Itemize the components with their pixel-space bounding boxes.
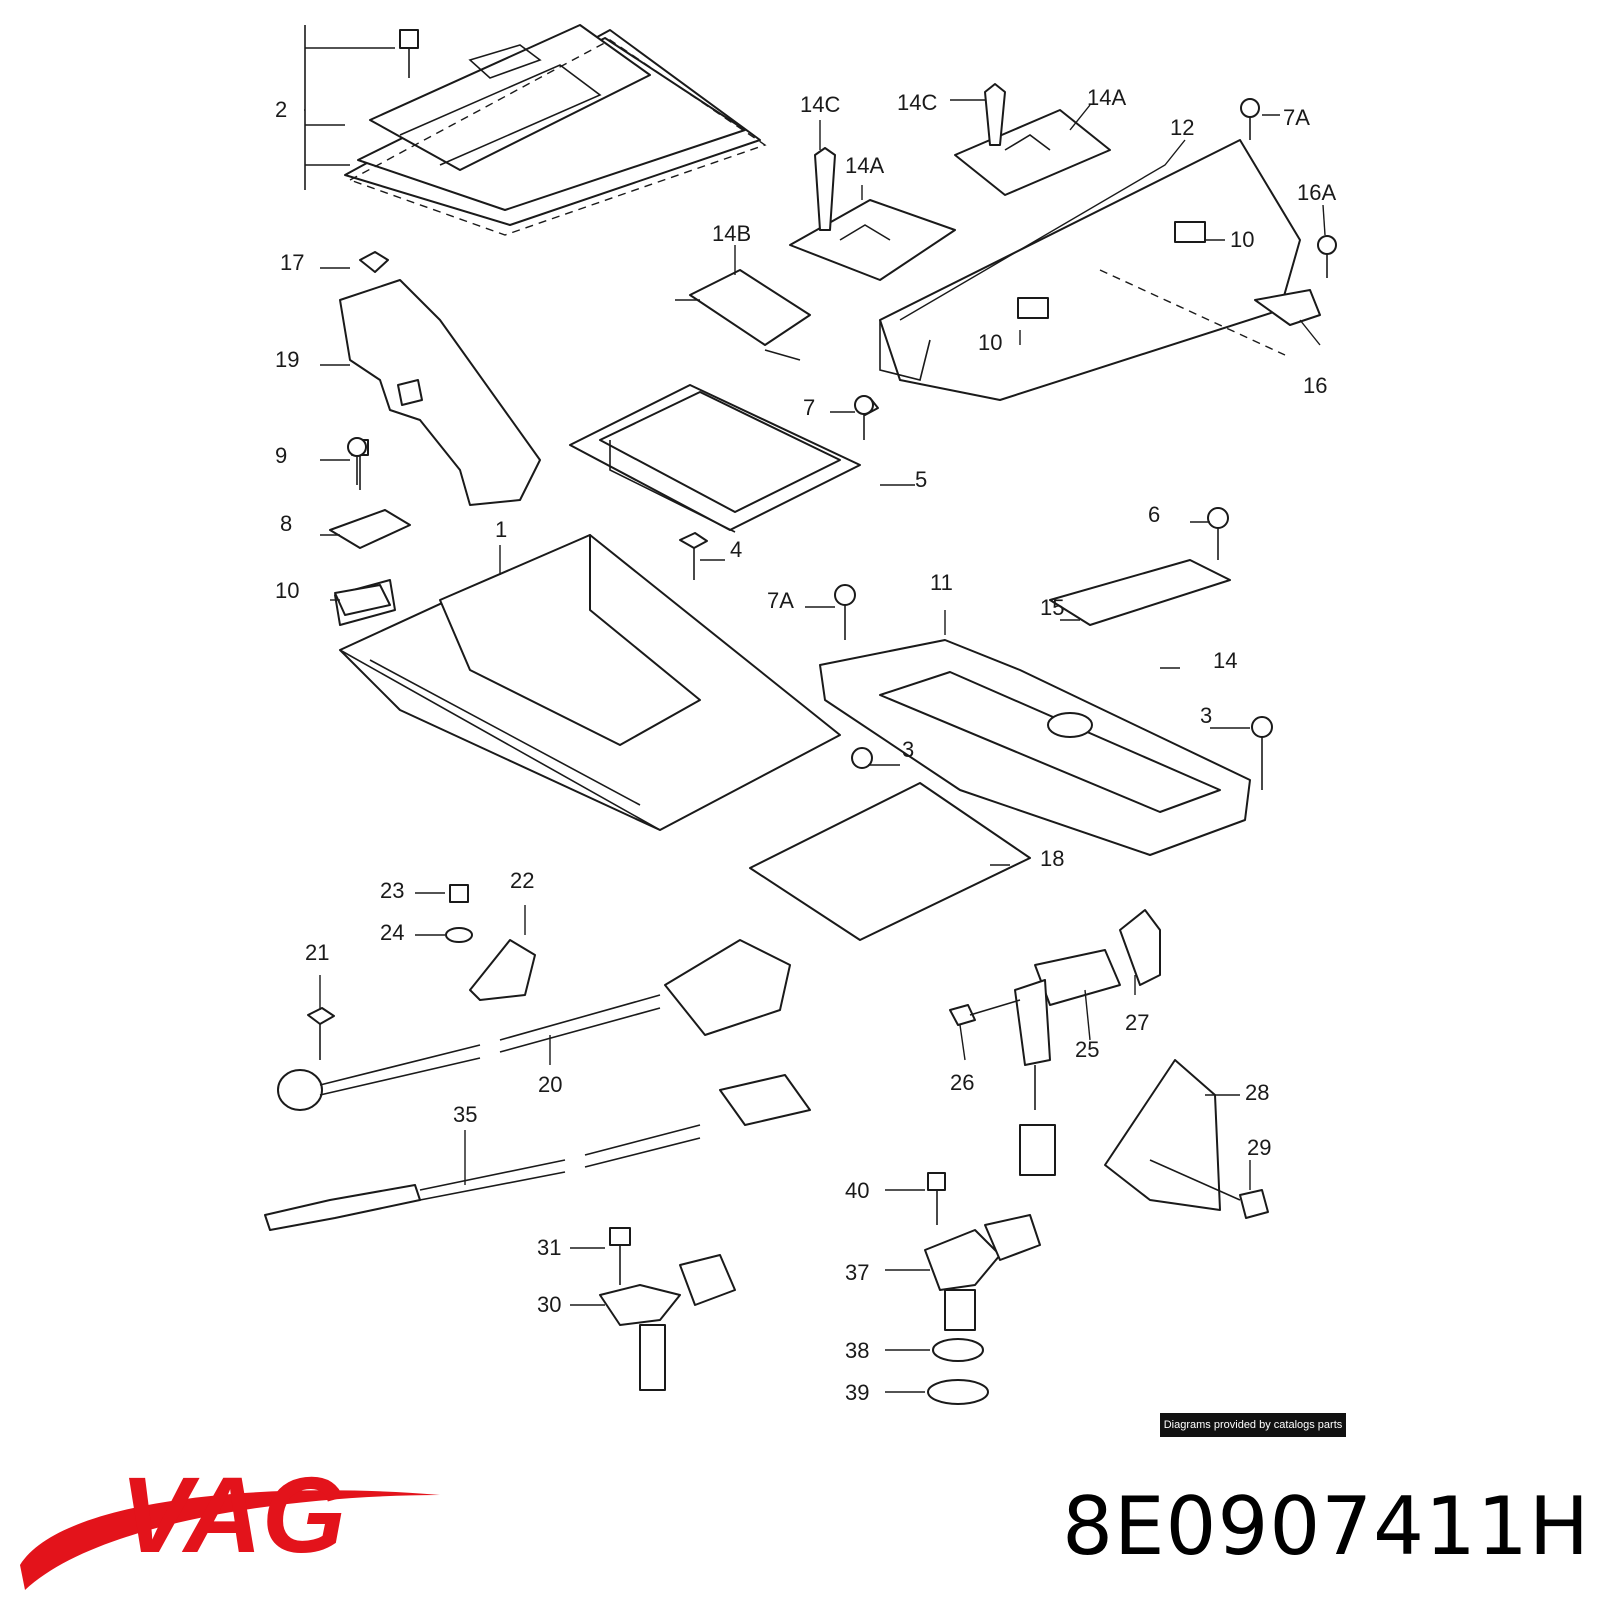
part-19-bracket xyxy=(339,251,541,506)
callout-19: 19 xyxy=(275,347,299,372)
part-14a-bracket-lower xyxy=(789,147,956,281)
callout-9: 8 xyxy=(280,511,292,536)
part-40-bolt xyxy=(927,1172,946,1225)
part-14a-bracket-upper xyxy=(954,83,1111,196)
part-2-control-unit-cover xyxy=(304,24,767,236)
part-22-bracket xyxy=(469,939,536,1001)
part-4-screw xyxy=(679,532,708,580)
callout-10: 9 xyxy=(275,443,287,468)
callout-6: 6 xyxy=(1148,502,1160,527)
part-9-clip xyxy=(329,439,411,549)
leader-lines xyxy=(304,99,1326,1393)
part-23-24-bolt-washer xyxy=(445,884,473,943)
callout-14c-right: 14C xyxy=(897,90,937,115)
logo-text: VAG xyxy=(120,1454,346,1575)
callout-14: 14 xyxy=(1213,648,1237,673)
callout-16: 16 xyxy=(1303,373,1327,398)
callout-3: 3 xyxy=(902,737,914,762)
callout-5: 5 xyxy=(915,467,927,492)
part-27-gasket xyxy=(1119,909,1161,986)
callout-39: 39 xyxy=(845,1380,869,1405)
callout-35: 35 xyxy=(453,1102,477,1127)
callout-15: 15 xyxy=(1040,595,1064,620)
callout-29: 29 xyxy=(1247,1135,1271,1160)
part-31-bolt xyxy=(609,1227,631,1285)
part-30-sensor xyxy=(599,1254,736,1391)
vag-logo: VAG xyxy=(20,1454,440,1590)
part-13-mounting-plate xyxy=(879,139,1321,401)
callout-14a-right: 14A xyxy=(1087,85,1126,110)
callout-12: 11 xyxy=(930,570,953,595)
callout-17: 17 xyxy=(280,250,304,275)
callout-31: 31 xyxy=(537,1235,561,1260)
part-26-bolt xyxy=(949,999,1021,1026)
part-1-tray xyxy=(334,534,841,831)
part-37-sensor xyxy=(924,1214,1041,1331)
callout-16a: 16A xyxy=(1297,180,1336,205)
callout-22: 22 xyxy=(510,868,534,893)
part-14b-relay-holder xyxy=(675,269,811,361)
callout-14a-left: 14A xyxy=(845,153,884,178)
part-21-bolt xyxy=(307,1007,335,1060)
diagram-credit-label: Diagrams provided by catalogs parts xyxy=(1160,1413,1346,1437)
part-38-o-ring xyxy=(932,1338,984,1362)
fastener-screws xyxy=(347,98,1337,790)
part-28-heat-shield xyxy=(1104,1059,1221,1211)
callout-38: 38 xyxy=(845,1338,869,1363)
logo-swoosh xyxy=(20,1490,440,1590)
callout-2: 2 xyxy=(275,97,287,122)
callout-11-left: 10 xyxy=(275,578,299,603)
callout-7a-mid: 7A xyxy=(767,588,794,613)
callout-23: 23 xyxy=(380,878,404,903)
callout-37: 37 xyxy=(845,1260,869,1285)
callout-26: 26 xyxy=(950,1070,974,1095)
callout-7a-top: 7A xyxy=(1283,105,1310,130)
callout-1: 1 xyxy=(495,517,507,542)
callout-20: 20 xyxy=(538,1072,562,1097)
part-25-sender xyxy=(1014,949,1121,1176)
part-39-hose-clamp xyxy=(927,1379,989,1405)
callout-labels: 2 14C 14C 14A 7A 12 14A 16A 14B 10 17 10… xyxy=(275,85,1336,1405)
part-18-insulation-pad xyxy=(749,782,1031,941)
part-12-support-plate xyxy=(819,559,1251,856)
callout-11-mid: 10 xyxy=(978,330,1002,355)
callout-28: 28 xyxy=(1245,1080,1269,1105)
callout-11-top-right: 10 xyxy=(1230,227,1254,252)
callout-14c-left: 14C xyxy=(800,92,840,117)
part-5-control-unit xyxy=(569,384,879,533)
callout-13: 12 xyxy=(1170,115,1194,140)
part-11-damper xyxy=(334,584,391,616)
part-29-bolt xyxy=(1149,1159,1269,1219)
callout-21: 21 xyxy=(305,940,329,965)
callout-8: 3 xyxy=(1200,703,1212,728)
part-35-lambda-probe xyxy=(264,1074,811,1231)
callout-27: 27 xyxy=(1125,1010,1149,1035)
callout-18: 18 xyxy=(1040,846,1064,871)
part-number: 8E0907411H xyxy=(1062,1480,1590,1573)
callout-24: 24 xyxy=(380,920,404,945)
callout-30: 30 xyxy=(537,1292,561,1317)
callout-25: 25 xyxy=(1075,1037,1099,1062)
part-20-knock-sensor xyxy=(277,939,791,1111)
callout-14b: 14B xyxy=(712,221,751,246)
callout-4: 4 xyxy=(730,537,742,562)
callout-40: 40 xyxy=(845,1178,869,1203)
callout-7: 7 xyxy=(803,395,815,420)
